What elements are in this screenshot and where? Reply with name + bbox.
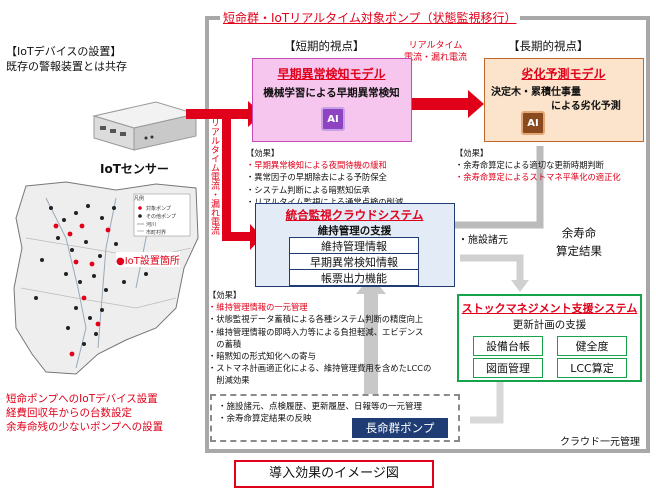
- early-detection-info-item: 早期異常検知情報: [289, 253, 419, 270]
- ai-chip-icon: AI: [521, 111, 545, 135]
- map-key-item: 市町村界: [146, 230, 167, 236]
- effect-item: ・維持管理情報の一元管理: [208, 302, 308, 313]
- realtime-vertical-part: 漏れ電流: [209, 199, 219, 235]
- info-line: ・余寿命算定結果の反映: [218, 414, 312, 425]
- ai-chip-icon: AI: [321, 107, 345, 131]
- diagram-header-title: 短命群・IoTリアルタイム対象ポンプ（状態監視移行）: [220, 9, 520, 26]
- effect-item: ・余寿命算定によるストマネ平準化の適正化: [455, 172, 621, 183]
- effect-item: ・維持管理情報の即時入力等による負担軽減、エビデンス: [208, 326, 424, 337]
- remaining-life-line: 算定結果: [556, 244, 602, 258]
- remaining-life-result-label: 余寿命 算定結果: [556, 224, 602, 260]
- early-model-title: 早期異常検知モデル: [277, 67, 386, 81]
- degradation-model-desc-2: による劣化予測: [551, 101, 621, 112]
- equipment-ledger-item: 設備台帳: [473, 336, 543, 356]
- effect-item: ・暗黙知の形式知化への寄与: [208, 351, 316, 362]
- iot-sensor-device-icon: [92, 101, 198, 151]
- effect-item: ・ストマネ計画適正化による、維持管理費用を含めたLCCの: [208, 363, 432, 374]
- map-key-item: 対象ポンプ: [146, 206, 171, 212]
- effects-heading: 【効果】: [455, 148, 489, 158]
- remaining-life-line: 余寿命: [561, 226, 597, 240]
- realtime-current-line: 電流・漏れ電流: [404, 53, 468, 63]
- lcc-calculation-item: LCC算定: [557, 358, 627, 378]
- effect-item: ・異常因子の早期除去による予防保全: [246, 172, 387, 183]
- stock-system-support: 更新計画の支援: [512, 319, 587, 331]
- map-key-title: 凡例: [134, 196, 145, 202]
- short-term-effects: 【効果】 ・早期異常検知による夜間待機の緩和 ・異常因子の早期除去による予防保全…: [246, 147, 403, 208]
- integrated-monitoring-cloud-system: 統合監視クラウドシステム 維持管理の支援 維持管理情報 早期異常検知情報 帳票出…: [255, 203, 455, 287]
- realtime-vertical-part: ・: [209, 190, 219, 199]
- realtime-vertical-part: リアルタイム電流: [209, 118, 219, 190]
- diagram-caption: 導入効果のイメージ図: [234, 460, 434, 488]
- realtime-vertical-label: リアルタイム電流・漏れ電流: [205, 118, 219, 235]
- iot-installation-map: [13, 181, 199, 375]
- stock-management-support-system: ストックマネジメント支援システム 更新計画の支援 設備台帳 健全度 図面管理 L…: [457, 294, 642, 382]
- map-key-item: 河川: [146, 222, 157, 228]
- soundness-item: 健全度: [557, 336, 627, 356]
- cloud-system-support: 維持管理の支援: [317, 225, 392, 237]
- report-output-item: 帳票出力機能: [289, 269, 419, 286]
- effect-item: 削減効果: [208, 375, 250, 386]
- deployment-note: 余寿命残の少ないポンプへの設置: [6, 421, 164, 433]
- degradation-model-title: 劣化予測モデル: [521, 67, 606, 81]
- realtime-current-line: リアルタイム: [408, 41, 463, 51]
- realtime-current-label: リアルタイム 電流・漏れ電流: [404, 40, 467, 64]
- effect-item: ・早期異常検知による夜間待機の緩和: [246, 160, 387, 171]
- deployment-note: 短命ポンプへのIoTデバイス設置: [6, 393, 158, 405]
- effect-item: ・状態監視データ蓄積による各種システム判断の精度向上: [208, 314, 424, 325]
- effect-item: の蓄積: [208, 338, 242, 349]
- effects-heading: 【効果】: [208, 290, 242, 300]
- early-anomaly-detection-model: 早期異常検知モデル 機械学習による早期異常検知 AI: [252, 58, 412, 142]
- effect-item: ・リアルタイム監視による通常点検の削減: [246, 196, 404, 207]
- long-term-heading: 【長期的視点】: [508, 39, 589, 53]
- cloud-unified-management-label: クラウド一元管理: [560, 437, 640, 448]
- map-key: 対象ポンプ その他ポンプ 河川 市町村界: [146, 205, 176, 237]
- short-term-heading: 【短期的視点】: [284, 39, 365, 53]
- map-legend-iot-sites: ●IoT設置箇所: [116, 252, 180, 267]
- iot-sensor-label: IoTセンサー: [100, 162, 169, 176]
- facility-specs-label: ・施設諸元: [458, 235, 508, 246]
- effects-heading: 【効果】: [246, 148, 280, 158]
- iot-install-coexist: 既存の警報装置とは共存: [6, 60, 127, 73]
- effect-item: ・余寿命算定による適切な更新時期判断: [455, 160, 605, 171]
- cloud-system-title: 統合監視クラウドシステム: [285, 208, 424, 222]
- degradation-model-desc-1: 決定木・累積仕事量: [491, 87, 581, 98]
- maintenance-info-item: 維持管理情報: [289, 237, 419, 254]
- long-term-effects: 【効果】 ・余寿命算定による適切な更新時期判断 ・余寿命算定によるストマネ平準化…: [455, 147, 621, 184]
- iot-install-note: 【IoTデバイスの設置】 既存の警報装置とは共存: [6, 44, 127, 74]
- iot-install-heading: 【IoTデバイスの設置】: [6, 45, 122, 58]
- long-life-pump-label: 長命群ポンプ: [352, 418, 448, 438]
- effect-item: ・システム判断による暗黙知伝承: [246, 184, 370, 195]
- early-model-description: 機械学習による早期異常検知: [263, 87, 400, 99]
- degradation-prediction-model: 劣化予測モデル 決定木・累積仕事量 による劣化予測 AI: [484, 58, 644, 142]
- deployment-note: 経費回収年からの台数設定: [6, 407, 132, 419]
- cloud-system-effects: 【効果】 ・維持管理情報の一元管理 ・状態監視データ蓄積による各種システム判断の…: [208, 289, 431, 387]
- long-life-info-lines: ・施設諸元、点検履歴、更新履歴、日報等の一元管理 ・余寿命算定結果の反映: [218, 401, 422, 425]
- deployment-notes: 短命ポンプへのIoTデバイス設置 経費回収年からの台数設定 余寿命残の少ないポン…: [6, 392, 163, 434]
- info-line: ・施設諸元、点検履歴、更新履歴、日報等の一元管理: [218, 402, 423, 412]
- map-key-item: その他ポンプ: [146, 214, 176, 220]
- drawing-management-item: 図面管理: [473, 358, 543, 378]
- stock-system-title: ストックマネジメント支援システム: [461, 302, 638, 315]
